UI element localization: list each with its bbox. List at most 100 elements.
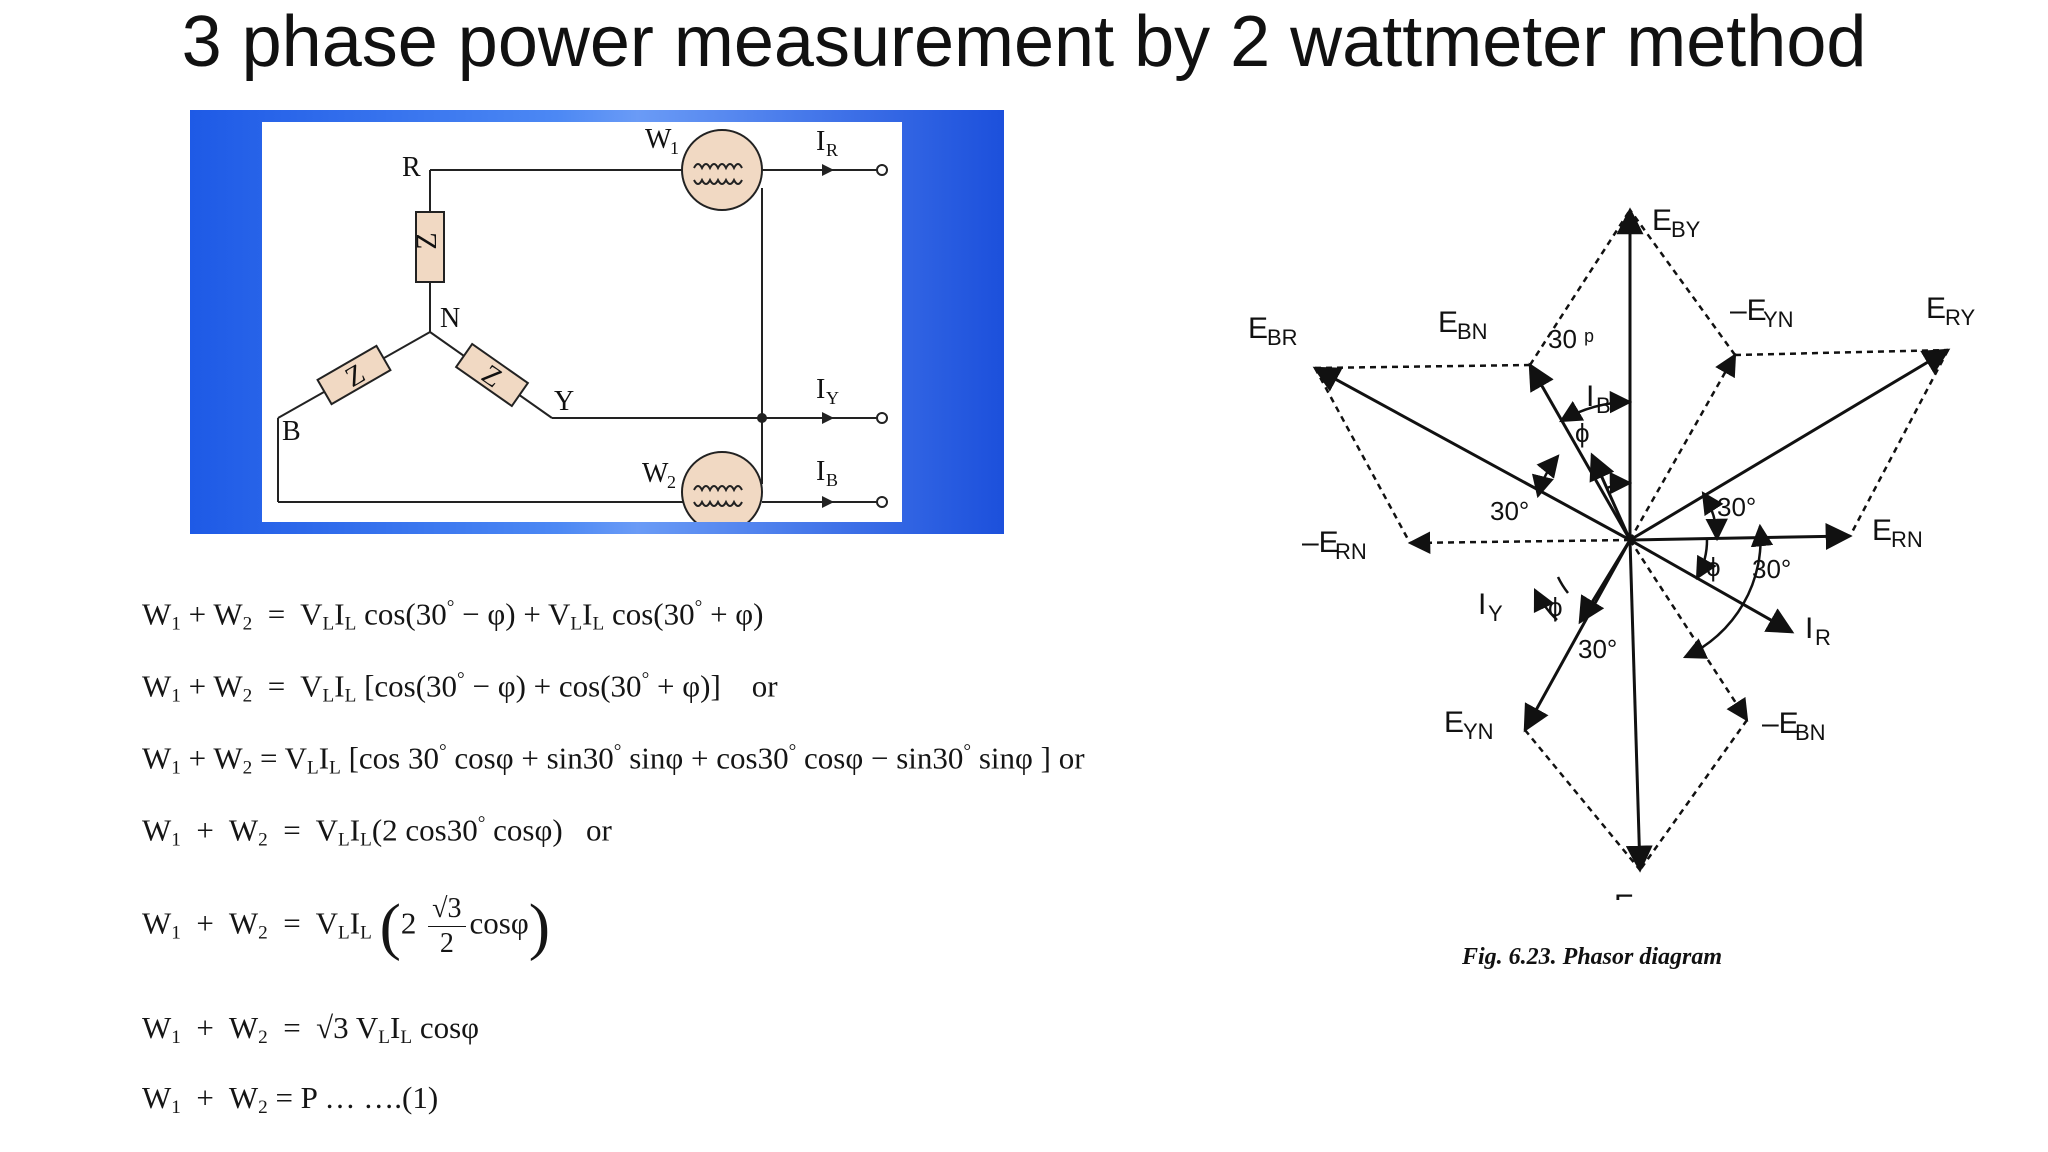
phasor-ern — [1629, 522, 1853, 550]
current-y-label: I — [816, 374, 825, 405]
construction-ebn-eby — [1528, 209, 1632, 366]
node-r-label: R — [402, 152, 421, 183]
node-y-label: Y — [554, 386, 574, 417]
phasor-ib — [1589, 452, 1632, 541]
equation-6: W1 + W2 = √3 VLIL cosφ — [142, 1010, 480, 1048]
label-neg-ern-sub: RN — [1335, 539, 1367, 564]
circuit-diagram: R Z N Z Z Y B W 1 W 2 I R I Y I B — [262, 122, 902, 522]
phasor-ebn — [1528, 362, 1632, 541]
phasor-iy — [1578, 539, 1632, 625]
label-eby: E — [1652, 204, 1672, 237]
current-r-label: I — [816, 126, 825, 157]
circuit-panel: R Z N Z Z Y B W 1 W 2 I R I Y I B — [190, 110, 1004, 534]
phasor-neg-ebn — [1628, 539, 1749, 722]
label-angle-30-rho: 30 ᵖ — [1548, 324, 1594, 354]
left-paren: ( — [379, 890, 401, 962]
phasor-ery — [1629, 348, 1951, 542]
arc-30-lower-left — [1533, 587, 1558, 621]
equation-1: W1 + W2 = VLIL cos(30° − φ) + VLIL cos(3… — [142, 596, 764, 635]
label-ir: I — [1805, 612, 1813, 645]
ib-arrow — [822, 496, 834, 508]
wattmeter-2-label: W — [642, 458, 669, 489]
label-ery-sub: RY — [1945, 305, 1975, 330]
label-ebr: E — [1248, 312, 1268, 345]
arc-30-right — [1701, 491, 1728, 542]
phasor-caption: Fig. 6.23. Phasor diagram — [1462, 944, 1723, 970]
label-ib: I — [1586, 380, 1594, 413]
impedance-y — [454, 342, 530, 408]
current-b-label: I — [816, 456, 825, 487]
circuit-svg: R Z N Z Z Y B W 1 W 2 I R I Y I B — [277, 124, 888, 522]
label-phi-iy: ϕ — [1548, 592, 1563, 622]
phasor-eyb — [1625, 539, 1653, 873]
label-iy: I — [1478, 588, 1486, 621]
label-angle-30-lower: 30° — [1578, 634, 1617, 664]
construction-ery-ern — [1848, 349, 1950, 537]
arc-30-top — [1559, 390, 1633, 423]
label-ery: E — [1926, 292, 1946, 325]
label-ir-sub: R — [1815, 625, 1831, 650]
equation-3: W1 + W2 = VLIL [cos 30° cosφ + sin30° si… — [142, 740, 1085, 779]
arc-phi-ib — [1606, 471, 1633, 495]
construction-eyn-eyb — [1524, 729, 1641, 871]
label-angle-30-lower-right: 30° — [1752, 554, 1791, 584]
current-y-sub: Y — [826, 388, 839, 408]
label-neg-ebn: –E — [1762, 707, 1799, 740]
wattmeter-2 — [681, 451, 763, 522]
iy-arrow — [822, 412, 834, 424]
label-iy-sub: Y — [1488, 601, 1503, 626]
construction-neyn-eby — [1628, 209, 1737, 356]
label-eyb: E — [1614, 889, 1634, 900]
phasor-eyn — [1523, 539, 1632, 733]
arc-30-lower-right — [1682, 523, 1774, 659]
label-ebn: E — [1438, 306, 1458, 339]
page-title: 3 phase power measurement by 2 wattmeter… — [181, 2, 1867, 82]
label-neg-ebn-sub: BN — [1795, 720, 1826, 745]
wattmeter-1-label: W — [645, 124, 672, 155]
construction-ebr-nern — [1313, 367, 1412, 544]
label-neg-ern: –E — [1302, 526, 1339, 559]
label-ib-sub: B — [1596, 393, 1611, 418]
label-angle-30-left: 30° — [1490, 496, 1529, 526]
right-paren: ) — [528, 890, 551, 962]
label-eyn: E — [1444, 706, 1464, 739]
construction-neyn-ery — [1734, 348, 1949, 357]
current-b-sub: B — [826, 470, 838, 490]
phasor-neg-eyn — [1628, 353, 1737, 541]
junction-dot — [757, 413, 767, 423]
label-ern-sub: RN — [1891, 527, 1923, 552]
label-ebn-sub: BN — [1457, 319, 1488, 344]
arc-30-left — [1531, 454, 1560, 499]
equation-7: W1 + W2 = P … ….(1) — [142, 1080, 439, 1118]
label-neg-eyn-sub: YN — [1763, 307, 1794, 332]
phasor-diagram: E BY E BR E BN –E YN E RY 30 ᵖ I B ϕ 30°… — [1248, 204, 1975, 900]
node-b-label: B — [282, 416, 301, 447]
impedance-r-label: Z — [412, 232, 443, 249]
terminal-r — [876, 164, 888, 176]
label-neg-eyn: –E — [1730, 294, 1767, 327]
terminal-b — [876, 496, 888, 508]
impedance-b — [316, 344, 392, 406]
construction-ebr-ebn — [1314, 363, 1531, 370]
label-ebr-sub: BR — [1267, 325, 1298, 350]
label-phi-ib: ϕ — [1575, 418, 1590, 448]
phasor-ebr — [1312, 366, 1631, 542]
node-n-label: N — [440, 303, 460, 334]
phasor-neg-ern — [1407, 531, 1631, 554]
wattmeter-1-sub: 1 — [670, 138, 679, 158]
equation-2: W1 + W2 = VLIL [cos(30° − φ) + cos(30° +… — [142, 668, 778, 707]
label-eby-sub: BY — [1671, 217, 1701, 242]
label-angle-30-right: 30° — [1717, 492, 1756, 522]
wattmeter-2-sub: 2 — [667, 472, 676, 492]
construction-nebn-eyb — [1638, 719, 1749, 871]
terminal-y — [876, 412, 888, 424]
label-eyn-sub: YN — [1463, 719, 1494, 744]
equation-4: W1 + W2 = VLIL(2 cos30° cosφ) or — [142, 812, 612, 851]
current-r-sub: R — [826, 140, 838, 160]
wattmeter-1 — [681, 129, 763, 211]
label-phi-ir: ϕ — [1706, 552, 1721, 582]
impedance-r — [415, 211, 445, 283]
ir-arrow — [822, 164, 834, 176]
